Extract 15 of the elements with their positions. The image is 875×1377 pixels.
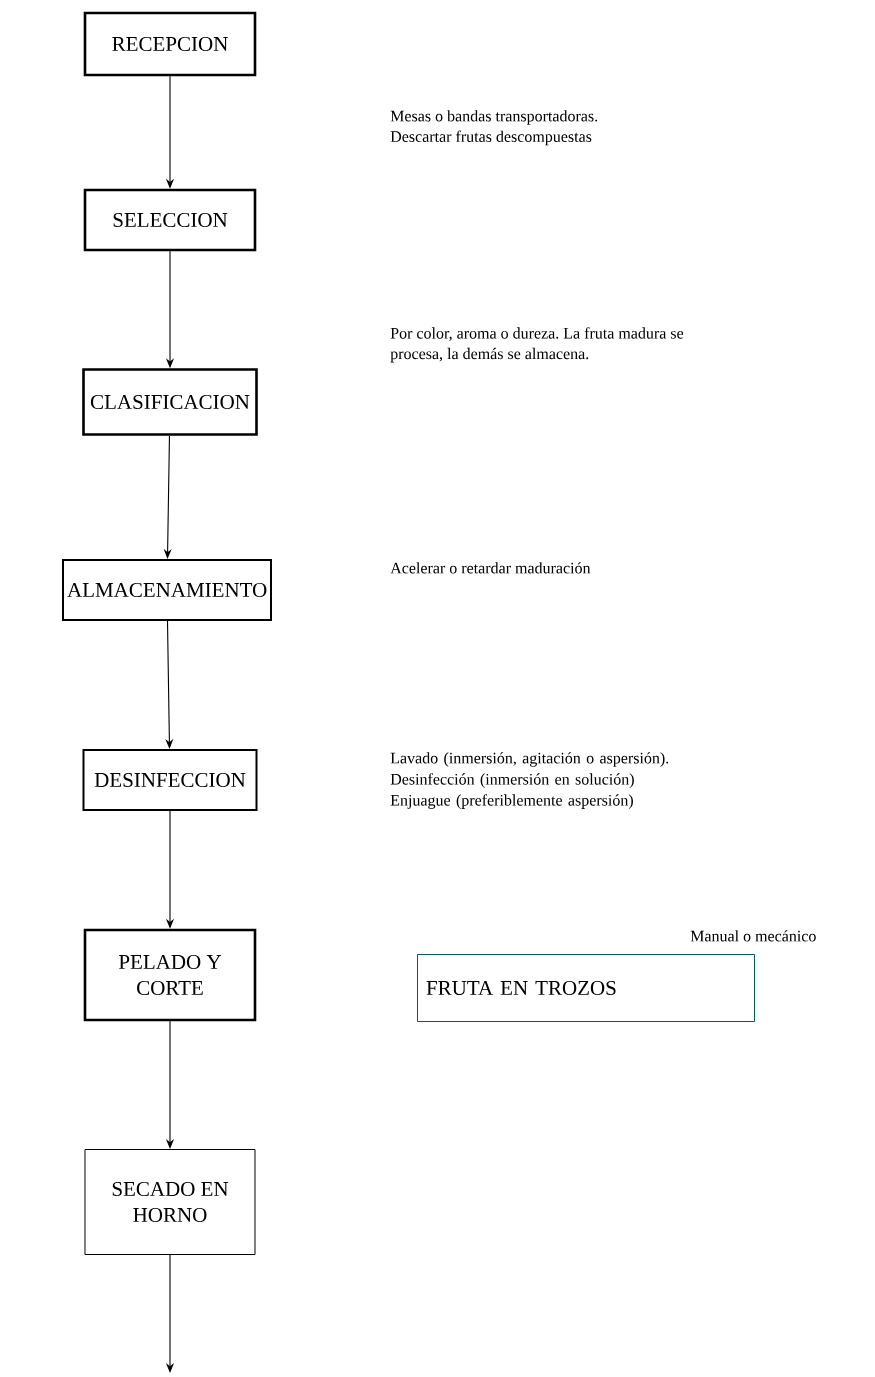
process-box: FRUTA EN TROZOS xyxy=(417,954,755,1022)
process-box: SECADO EN HORNO xyxy=(84,1149,256,1255)
note-text: Desinfección (inmersión en solución) xyxy=(390,773,634,788)
process-box: RECEPCION xyxy=(83,11,257,77)
process-box: ALMACENAMIENTO xyxy=(62,559,272,621)
process-box: CLASIFICACION xyxy=(82,368,258,436)
process-box: PELADO Y CORTE xyxy=(83,928,257,1022)
note-text: Lavado (inmersión, agitación o aspersión). xyxy=(390,752,669,767)
note-text: Por color, aroma o dureza. La fruta madura se procesa, la demás se almacena. xyxy=(390,327,684,363)
process-box: SELECCION xyxy=(83,188,257,252)
note-text: Enjuague (preferiblemente aspersión) xyxy=(390,794,633,809)
note-text: Mesas o bandas transportadoras. Descartar frutas descompuestas xyxy=(390,110,598,146)
note-text: Acelerar o retardar maduración xyxy=(390,562,591,574)
note-text: Manual o mecánico xyxy=(690,930,816,942)
process-box: DESINFECCION xyxy=(82,749,258,811)
